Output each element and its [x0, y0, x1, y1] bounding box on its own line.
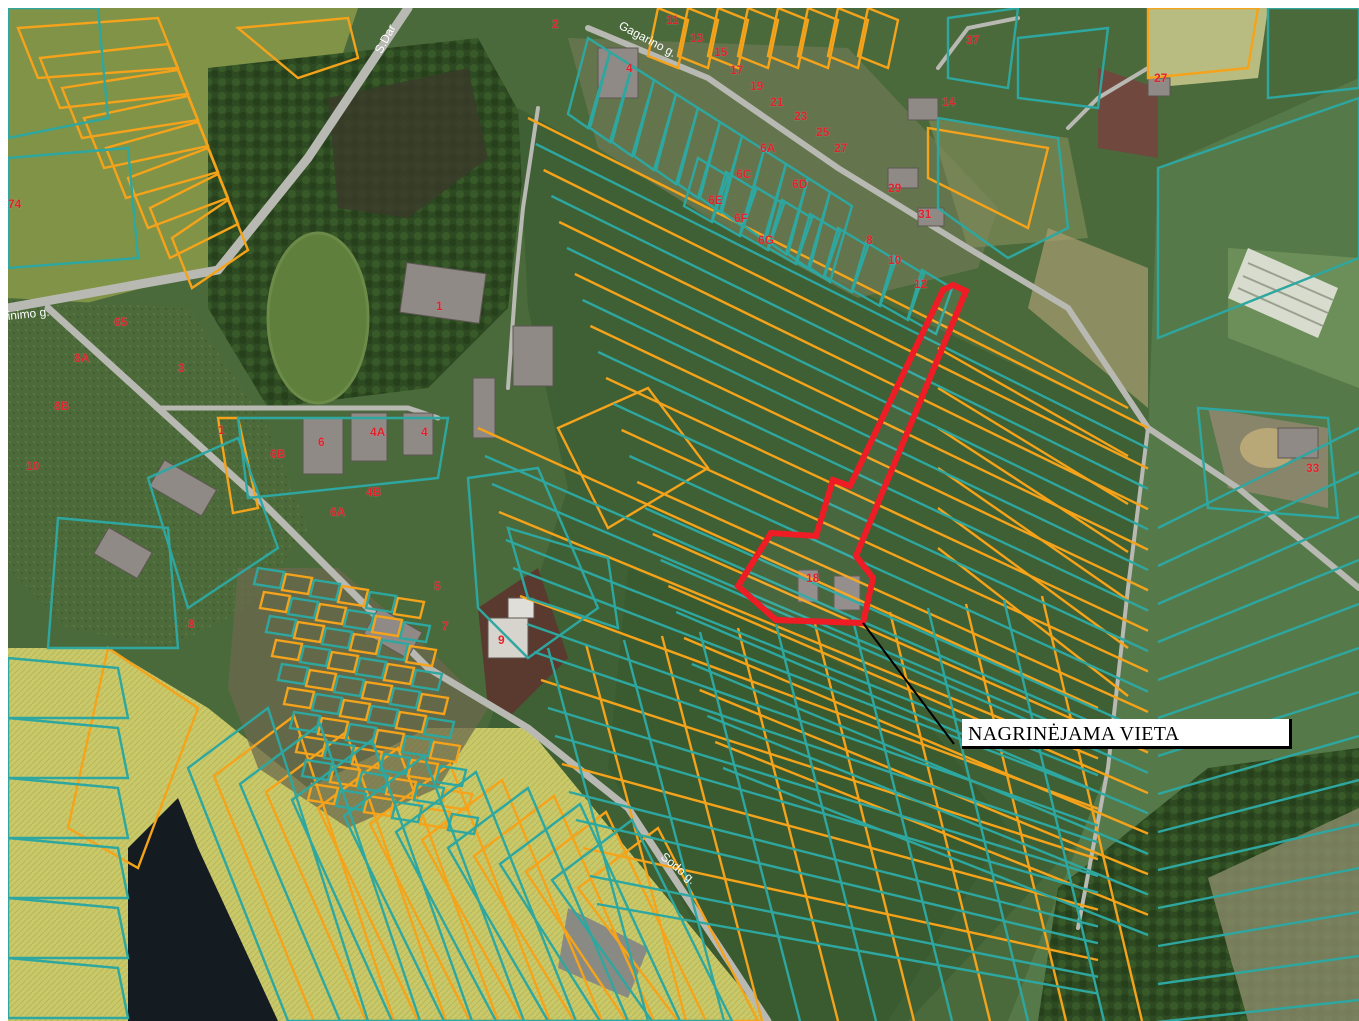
- parcel-label: 19: [750, 79, 764, 93]
- orange-parcel-boundaries: [16, 8, 1260, 1021]
- parcel-label: 11: [666, 13, 679, 27]
- parcel-label: 23: [794, 109, 808, 123]
- parcel-label: 1: [436, 299, 443, 313]
- parcel-label: 27: [1154, 71, 1168, 85]
- road-label-nimo: inimo g.: [8, 305, 50, 323]
- greenhouse-strips: [1228, 248, 1338, 338]
- parcel-number-labels: 11131517192123252746C6D6E6F6G6A810121429…: [8, 13, 1320, 648]
- parcel-label: 6D: [792, 177, 808, 191]
- parcel-label: 6C: [736, 167, 752, 181]
- parcel-label: 8: [866, 233, 873, 247]
- parcel-label: 4B: [366, 485, 382, 499]
- terrain-layer: [8, 8, 1359, 1021]
- parcel-label: 4A: [370, 425, 386, 439]
- building-layer: [93, 47, 1319, 660]
- callout-label: NAGRINĖJAMA VIETA: [968, 723, 1180, 745]
- highlighted-study-area[interactable]: [734, 281, 970, 627]
- parcel-label: 1: [218, 423, 225, 437]
- parcel-label: 6E: [708, 193, 723, 207]
- parcel-label: 8B: [54, 399, 70, 413]
- callout-box: NAGRINĖJAMA VIETA: [962, 719, 1292, 749]
- parcel-label: 12: [914, 277, 928, 291]
- parcel-label: 4: [421, 425, 428, 439]
- parcel-label: 14: [942, 95, 956, 109]
- parcel-label: 6F: [734, 211, 748, 225]
- parcel-label: 6: [318, 435, 325, 449]
- parcel-label: 4: [626, 61, 633, 75]
- parcel-label: 18: [806, 571, 820, 585]
- parcel-label: 13: [690, 31, 704, 45]
- parcel-label: 9: [498, 633, 505, 647]
- parcel-label: 3: [178, 361, 185, 375]
- cadastral-map-svg: S.Dar Gagarino g. inimo g. Sodo g. 11131…: [8, 8, 1359, 1021]
- parcel-label: 15: [714, 45, 728, 59]
- parcel-label: 29: [888, 181, 902, 195]
- parcel-label: 21: [770, 95, 784, 109]
- parcel-label: 33: [1306, 461, 1320, 475]
- parcel-label: 6A: [330, 505, 346, 519]
- parcel-label: 27: [834, 141, 848, 155]
- parcel-label: 31: [918, 207, 932, 221]
- parcel-label: 5: [434, 579, 441, 593]
- parcel-label: 37: [966, 33, 980, 47]
- parcel-label: 10: [888, 253, 902, 267]
- parcel-label: 25: [816, 125, 830, 139]
- parcel-label: 74: [8, 197, 22, 211]
- parcel-label: 6B: [270, 447, 286, 461]
- parcel-label: 10: [26, 459, 40, 473]
- parcel-label: 6G: [758, 233, 774, 247]
- parcel-label: 2: [552, 17, 559, 31]
- parcel-label: 7: [442, 619, 449, 633]
- parcel-label: 8A: [74, 351, 90, 365]
- parcel-label: 17: [730, 63, 744, 77]
- parcel-label: 8: [188, 617, 195, 631]
- parcel-label: 65: [114, 315, 128, 329]
- parcel-label: 6A: [760, 141, 776, 155]
- callout-leader-line: [862, 622, 955, 745]
